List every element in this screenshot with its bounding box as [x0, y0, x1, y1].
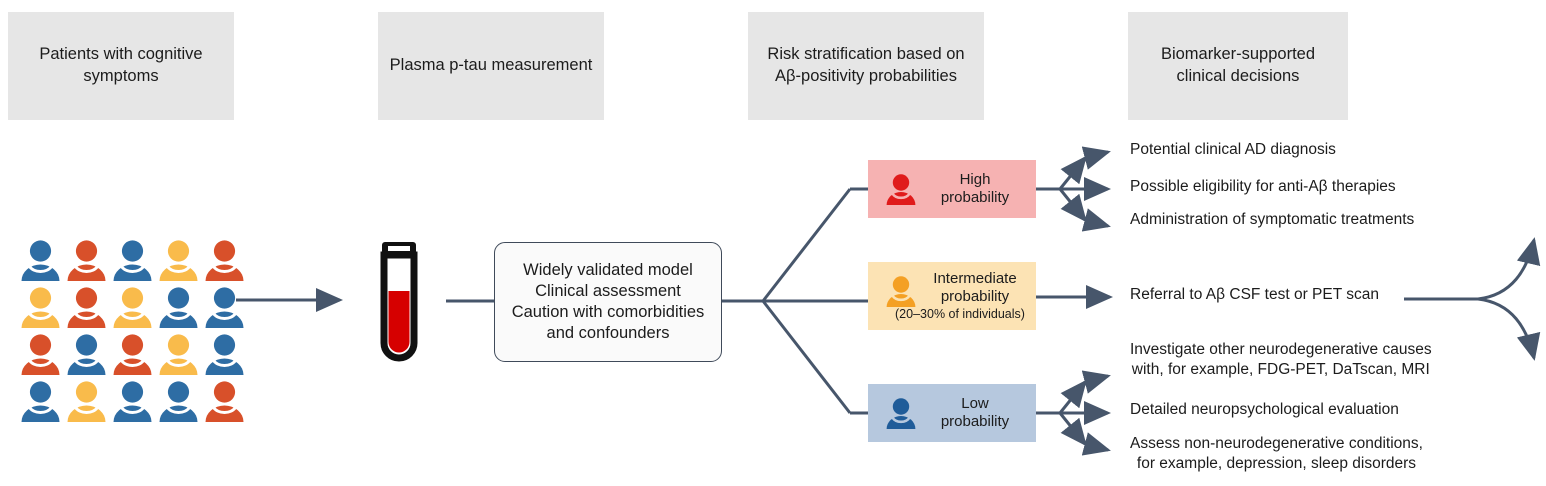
- patient-icon-yellow: [21, 287, 60, 328]
- patient-icon-blue: [159, 381, 198, 422]
- person-icon-high: [886, 174, 916, 205]
- patient-icon-orange: [67, 240, 106, 281]
- patient-icon-yellow: [159, 240, 198, 281]
- header-risk-stratification: Risk stratification based on Aβ-positivi…: [748, 12, 984, 120]
- risk-box-high[interactable]: High probability: [868, 160, 1036, 218]
- risk-label-intermediate: Intermediate probability (20–30% of indi…: [895, 269, 1036, 322]
- header-clinical-decisions: Biomarker-supported clinical decisions: [1128, 12, 1348, 120]
- risk-label-high: High probability: [940, 171, 1010, 206]
- model-line-4: and confounders: [546, 324, 670, 343]
- person-icon-intermediate: [886, 276, 916, 307]
- patient-icon-yellow: [159, 334, 198, 375]
- patient-icon-blue: [67, 334, 106, 375]
- patient-icon-orange: [205, 240, 244, 281]
- patient-icon-blue: [21, 240, 60, 281]
- model-line-3: Caution with comorbidities: [511, 303, 705, 321]
- arrow-final-up: [1477, 237, 1541, 301]
- arrow-low-1: [1058, 379, 1087, 414]
- model-line-1: Widely validated model: [523, 260, 693, 279]
- patient-icon-blue: [113, 240, 152, 281]
- patient-icon-grid: [18, 238, 247, 422]
- patient-icon-blue: [21, 381, 60, 422]
- patient-icon-blue: [205, 287, 244, 328]
- patient-icon-blue: [159, 287, 198, 328]
- patient-icon-orange: [205, 381, 244, 422]
- outcome-low-1: Investigate other neurodegenerative caus…: [1130, 341, 1432, 378]
- risk-sublabel-intermediate: (20–30% of individuals): [895, 307, 1025, 322]
- arrow-final-down: [1477, 297, 1541, 361]
- patient-icon-orange: [113, 334, 152, 375]
- patient-icon-yellow: [67, 381, 106, 422]
- outcome-high-1: Potential clinical AD diagnosis: [1130, 141, 1336, 158]
- patient-icon-blue: [205, 334, 244, 375]
- risk-box-low[interactable]: Low probability: [868, 384, 1036, 442]
- branch-to-high: [761, 188, 852, 302]
- risk-label-intermediate-main: Intermediate probability: [933, 269, 1017, 305]
- arrow-low-3: [1058, 412, 1087, 447]
- risk-label-low: Low probability: [940, 395, 1010, 430]
- arrow-high-3: [1058, 188, 1087, 223]
- branch-to-low: [761, 300, 852, 414]
- header-plasma: Plasma p-tau measurement: [378, 12, 604, 120]
- outcome-low-2: Detailed neuropsychological evaluation: [1130, 401, 1399, 418]
- model-description-box: Widely validated model Clinical assessme…: [494, 242, 722, 362]
- blood-vial-icon: [380, 242, 418, 362]
- patient-icon-yellow: [113, 287, 152, 328]
- patient-icon-orange: [67, 287, 106, 328]
- model-line-2: Clinical assessment: [535, 281, 681, 300]
- outcome-high-2: Possible eligibility for anti-Aβ therapi…: [1130, 178, 1396, 195]
- arrow-high-1: [1058, 155, 1087, 190]
- header-patients: Patients with cognitive symptoms: [8, 12, 234, 120]
- patient-icon-orange: [21, 334, 60, 375]
- outcome-intermediate-1: Referral to Aβ CSF test or PET scan: [1130, 286, 1379, 303]
- outcome-low-3: Assess non-neurodegenerative conditions,…: [1130, 435, 1423, 472]
- patient-icon-blue: [113, 381, 152, 422]
- person-icon-low: [886, 398, 916, 429]
- risk-box-intermediate[interactable]: Intermediate probability (20–30% of indi…: [868, 262, 1036, 330]
- outcome-high-3: Administration of symptomatic treatments: [1130, 211, 1415, 228]
